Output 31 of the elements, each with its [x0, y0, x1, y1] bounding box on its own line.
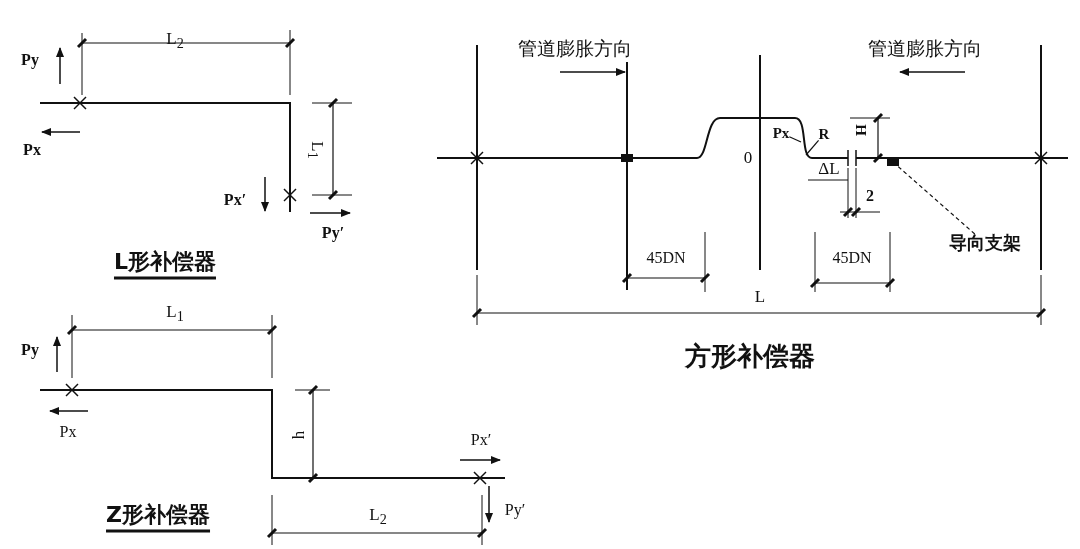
force-label: Px: [23, 142, 41, 158]
force-label: Py′: [504, 502, 526, 518]
leader-line: [805, 139, 820, 156]
direction-note: 管道膨胀方向: [868, 38, 982, 58]
guide-support-block: [887, 158, 899, 166]
callout-label: 导向支架: [949, 234, 1021, 252]
figure-title: L形补偿器: [114, 250, 216, 280]
dimension-label: L: [754, 287, 766, 305]
dimension-label: 45DN: [646, 250, 686, 266]
dimension-label: L$_{2}$: [369, 505, 387, 527]
force-label: Py′: [321, 225, 345, 241]
figure-title: Z形补偿器: [106, 503, 210, 533]
dimension-label: 45DN: [832, 250, 872, 266]
force-label: Py: [21, 52, 39, 68]
force-label: Px′: [223, 192, 247, 208]
direction-note: 管道膨胀方向: [518, 38, 632, 58]
dimension-label: H: [852, 124, 868, 136]
force-label: Py: [21, 342, 39, 358]
leader-line: [788, 136, 802, 143]
dimension-label: ΔL: [818, 159, 840, 177]
dimension-label: L$_{1}$: [166, 302, 184, 324]
dimension-label: 2: [866, 188, 874, 204]
force-label: Px′: [470, 432, 492, 448]
dimension-label: h: [289, 430, 307, 440]
force-label: Px: [59, 424, 77, 440]
figure-title: 方形补偿器: [685, 343, 815, 369]
leader-line: [896, 165, 976, 235]
dimension-label: L$_{2}$: [166, 29, 184, 51]
callout-label: Px: [772, 125, 790, 141]
callout-label: R: [818, 126, 830, 142]
origin-label: 0: [743, 148, 753, 166]
